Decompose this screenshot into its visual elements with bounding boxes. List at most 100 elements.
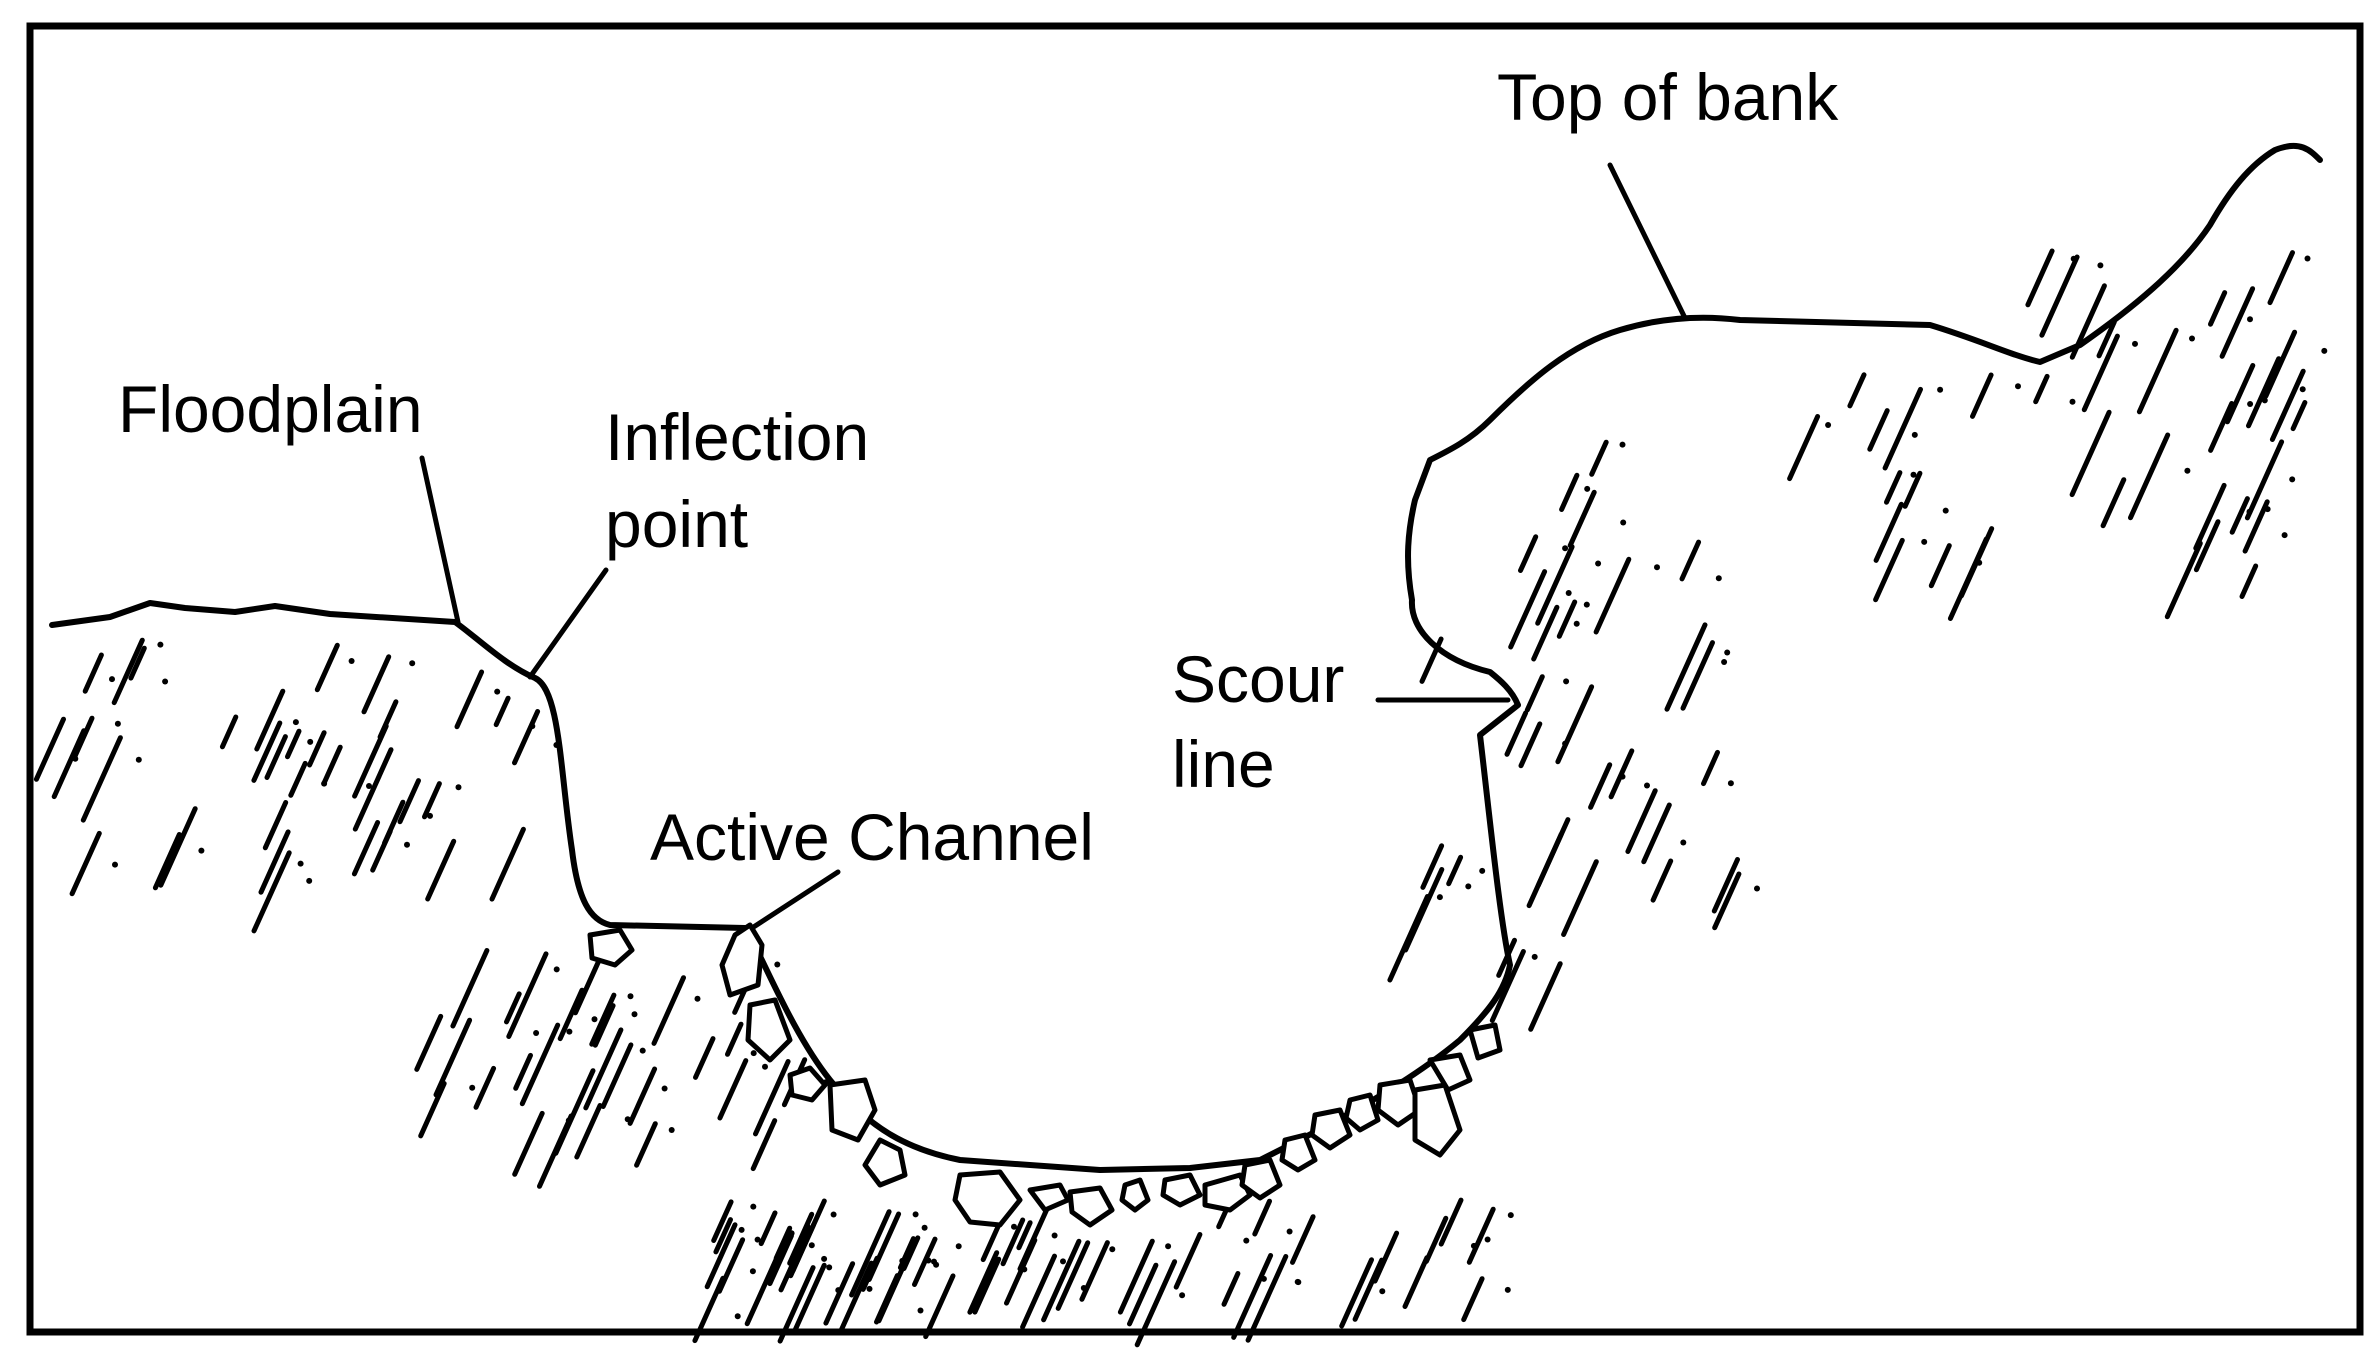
hatch-stroke (1134, 1259, 1178, 1348)
rock (827, 1077, 878, 1143)
stipple-dot (2070, 255, 2077, 262)
hatch-stroke (1588, 762, 1613, 810)
hatch-stroke (352, 747, 394, 832)
hatch-stroke (258, 829, 291, 895)
rock (1160, 1172, 1203, 1208)
hatch-stroke (589, 992, 617, 1047)
stipple-dot (1825, 422, 1832, 428)
stipple-dot (1619, 773, 1626, 780)
hatch-stroke (1252, 1198, 1272, 1237)
rock (587, 927, 635, 968)
hatch-stroke (1127, 1262, 1159, 1327)
hatch-stroke (1787, 414, 1821, 482)
stipple-dot (1721, 659, 1728, 665)
rock (719, 922, 765, 998)
hatch-stroke (2100, 477, 2127, 529)
rock (1279, 1132, 1318, 1173)
hatch-stroke (251, 720, 283, 783)
stipple-dot (631, 1011, 638, 1018)
hatch-stroke (80, 735, 123, 823)
hatch-stroke (370, 828, 393, 873)
stipple-dot (830, 1211, 837, 1218)
stipple-dot (292, 719, 299, 726)
stipple-dot (109, 676, 115, 683)
hatch-stroke (1055, 1240, 1091, 1311)
stipple-dot (1565, 590, 1572, 596)
stipple-dot (1465, 883, 1472, 890)
hatch-stroke (778, 1237, 807, 1293)
stipple-dot (774, 961, 781, 968)
hatch-stroke (1020, 1253, 1057, 1330)
hatch-stroke (713, 1217, 733, 1255)
stipple-dot (366, 783, 372, 789)
stipple-dot (1379, 1288, 1386, 1295)
stipple-dot (2246, 508, 2253, 515)
stipple-dot (2015, 383, 2021, 390)
top-of-bank-leader (1607, 162, 1688, 321)
stipple-dot (565, 1117, 572, 1124)
stipple-dot (1595, 560, 1602, 567)
hatch-stroke (1372, 1230, 1400, 1284)
stipple-dot (409, 660, 416, 667)
stipple-dot (566, 1028, 573, 1035)
hatch-stroke (838, 1260, 874, 1334)
hatch-stroke (422, 781, 442, 820)
stipple-dot (835, 1287, 842, 1294)
hatch-stroke (634, 1121, 658, 1168)
hatch-stroke (1970, 372, 1994, 419)
hatch-stroke (1423, 1215, 1449, 1264)
hatch-stroke (493, 695, 511, 728)
rock (1412, 1082, 1463, 1158)
hatch-stroke (2244, 439, 2285, 521)
hatch-stroke (152, 832, 182, 891)
stipple-dot (826, 1264, 833, 1271)
stipple-dot (455, 784, 462, 791)
hatch-stroke (351, 820, 381, 877)
stipple-dot (1911, 431, 1918, 438)
soil-stippling (72, 255, 2328, 1320)
hatch-stroke (2164, 540, 2203, 620)
stipple-dot (738, 1226, 745, 1233)
stipple-dot (762, 1063, 768, 1070)
hatch-stroke (1664, 622, 1708, 712)
hatch-stroke (1847, 372, 1867, 409)
hatch-stroke (1561, 859, 1599, 937)
hatch-stroke (1555, 684, 1595, 765)
stipple-dot (1507, 1212, 1514, 1219)
hatch-stroke (262, 800, 289, 851)
hatch-stroke (1290, 1214, 1316, 1265)
rock (1375, 1077, 1423, 1128)
stipple-dot (162, 678, 169, 685)
hatch-stroke (557, 987, 585, 1042)
stipple-dot (1715, 575, 1722, 582)
hatch-stroke (1041, 1238, 1082, 1323)
stipple-dot (668, 1127, 675, 1133)
stipple-dot (1179, 1292, 1186, 1299)
leader-lines (419, 162, 1688, 931)
hatch-stroke (513, 1052, 533, 1091)
diagram-frame (26, 22, 2364, 1336)
hatch-stroke (923, 1273, 956, 1340)
hatch-stroke (512, 709, 541, 766)
stipple-dot (2132, 340, 2138, 347)
hatch-stroke (1882, 386, 1923, 471)
stipple-dot (2261, 397, 2268, 404)
hatch-stroke (1556, 599, 1578, 639)
stipple-dot (917, 1307, 924, 1314)
rock (1027, 1182, 1071, 1213)
stipple-dot (469, 1084, 476, 1091)
hatch-stroke (1446, 854, 1464, 887)
hatch-stroke (1387, 894, 1430, 983)
stipple-dot (1470, 1242, 1477, 1249)
hatch-stroke (849, 1209, 892, 1298)
hatch-stroke (2025, 248, 2055, 308)
hatch-stroke (767, 1233, 794, 1287)
hatch-stroke (111, 637, 145, 706)
stipple-dot (533, 1030, 540, 1036)
stipple-dot (307, 738, 314, 745)
stipple-dot (1051, 1232, 1058, 1239)
hatch-stroke (489, 826, 526, 902)
stipple-dot (973, 1301, 980, 1308)
hatch-stroke (1650, 858, 1674, 903)
